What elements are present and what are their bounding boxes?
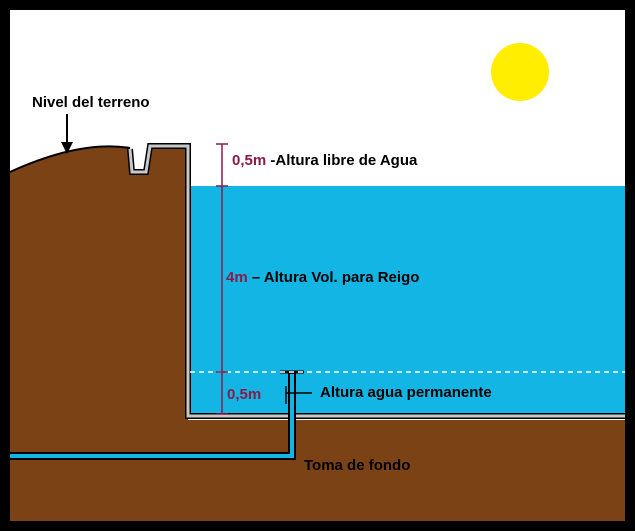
outlet-label: Toma de fondo bbox=[304, 457, 411, 474]
ground-embankment bbox=[10, 146, 635, 524]
permanent-water-text-label: Altura agua permanente bbox=[320, 384, 492, 401]
reservoir-wall-lining bbox=[128, 144, 635, 418]
irrigation-volume-value: 4m bbox=[226, 269, 248, 286]
irrigation-volume-text: – Altura Vol. para Reigo bbox=[247, 269, 420, 286]
freeboard-label: 0,5m -Altura libre de Agua bbox=[232, 152, 417, 170]
arrow-down-icon bbox=[61, 142, 73, 154]
sun-icon bbox=[491, 43, 549, 101]
ground-level-label: Nivel del terreno bbox=[32, 94, 150, 111]
permanent-water-value: 0,5m bbox=[227, 386, 262, 403]
ground-surface-line bbox=[9, 145, 131, 173]
freeboard-value: 0,5m bbox=[232, 152, 267, 169]
water-body bbox=[190, 186, 635, 414]
permanent-water-value-label: 0,5m bbox=[227, 386, 261, 404]
irrigation-volume-label: 4m – Altura Vol. para Reigo bbox=[226, 269, 419, 287]
freeboard-text: -Altura libre de Agua bbox=[270, 152, 418, 169]
outlet-pipe-water bbox=[10, 374, 294, 458]
